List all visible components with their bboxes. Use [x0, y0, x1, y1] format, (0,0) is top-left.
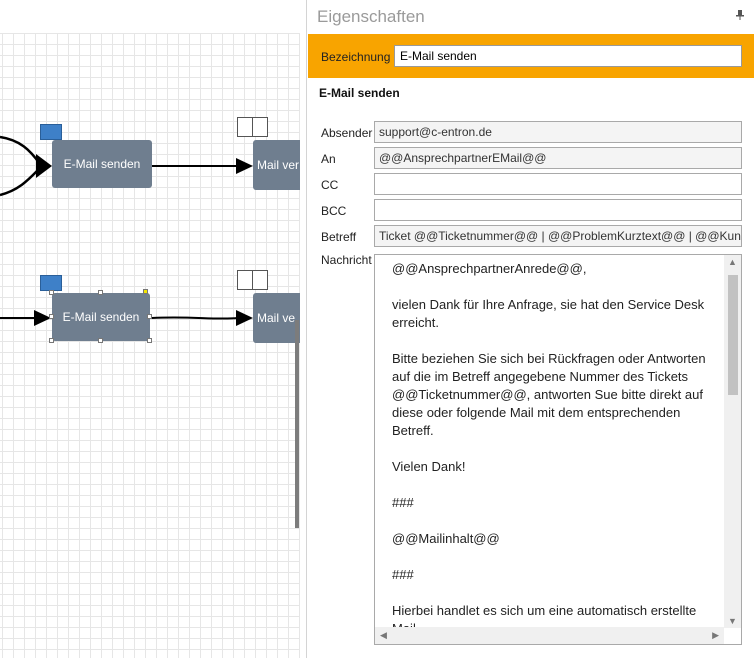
bcc-label: BCC — [321, 204, 347, 218]
canvas-scrollbar[interactable] — [295, 320, 299, 528]
nachricht-text[interactable]: @@AnsprechpartnerAnrede@@, vielen Dank f… — [392, 261, 706, 636]
document-icon — [237, 117, 253, 137]
scrollbar-thumb[interactable] — [728, 275, 738, 395]
an-label: An — [321, 152, 336, 166]
resize-handle[interactable] — [49, 314, 54, 319]
document-icon — [252, 117, 268, 137]
document-icon — [237, 270, 253, 290]
scroll-up-icon[interactable]: ▲ — [728, 257, 737, 267]
resize-handle[interactable] — [49, 290, 54, 295]
arrowhead-2 — [236, 158, 253, 174]
workflow-connectors — [0, 135, 253, 326]
workflow-node-mail-1[interactable]: Mail ver — [253, 140, 300, 190]
workflow-node-email-2-selected[interactable]: E-Mail senden — [52, 293, 150, 341]
resize-handle[interactable] — [98, 290, 103, 295]
arrowhead-1 — [36, 154, 52, 178]
bezeichnung-row: Bezeichnung — [308, 34, 754, 78]
properties-panel: Eigenschaften Bezeichnung E-Mail senden … — [306, 0, 754, 658]
an-input[interactable]: @@AnsprechpartnerEMail@@ — [374, 147, 742, 169]
resize-handle[interactable] — [147, 338, 152, 343]
resize-handle[interactable] — [147, 314, 152, 319]
horizontal-scrollbar[interactable]: ◀ ▶ — [375, 627, 724, 644]
bezeichnung-input[interactable] — [394, 45, 742, 67]
resize-handle-corner[interactable] — [143, 289, 148, 294]
connector-4 — [151, 316, 239, 320]
vertical-scrollbar[interactable]: ▲ ▼ — [724, 255, 741, 628]
canvas-header — [0, 0, 300, 33]
connector-curve-bottom — [0, 167, 41, 197]
nachricht-label: Nachricht — [321, 253, 372, 267]
absender-input[interactable]: support@c-entron.de — [374, 121, 742, 143]
panel-title: Eigenschaften — [317, 7, 425, 26]
scroll-down-icon[interactable]: ▼ — [728, 616, 737, 626]
node-label: E-Mail senden — [62, 310, 140, 324]
nachricht-textarea[interactable]: @@AnsprechpartnerAnrede@@, vielen Dank f… — [374, 254, 742, 645]
workflow-canvas[interactable]: E-Mail senden Mail ver E-Mail senden Mai… — [0, 0, 300, 658]
document-icon — [252, 270, 268, 290]
resize-handle[interactable] — [49, 338, 54, 343]
workflow-node-email-1[interactable]: E-Mail senden — [52, 140, 152, 188]
scroll-left-icon[interactable]: ◀ — [380, 630, 387, 640]
cc-input[interactable] — [374, 173, 742, 195]
node-label: Mail ve — [257, 311, 296, 325]
arrowhead-3 — [34, 310, 51, 326]
mail-icon — [40, 275, 62, 291]
connector-curve-top — [0, 135, 42, 165]
mail-icon — [40, 124, 62, 140]
scroll-right-icon[interactable]: ▶ — [712, 630, 719, 640]
section-heading: E-Mail senden — [319, 86, 400, 100]
arrowhead-4 — [236, 310, 253, 326]
cc-label: CC — [321, 178, 339, 192]
bezeichnung-label: Bezeichnung — [321, 50, 391, 64]
resize-handle[interactable] — [98, 338, 103, 343]
betreff-input[interactable]: Ticket @@Ticketnummer@@ | @@ProblemKurzt… — [374, 225, 742, 247]
workflow-node-mail-2[interactable]: Mail ve — [253, 293, 300, 343]
bcc-input[interactable] — [374, 199, 742, 221]
pin-icon[interactable] — [736, 10, 744, 20]
node-label: E-Mail senden — [63, 157, 141, 171]
betreff-label: Betreff — [321, 230, 357, 244]
node-label: Mail ver — [257, 158, 300, 172]
absender-label: Absender — [321, 126, 373, 140]
